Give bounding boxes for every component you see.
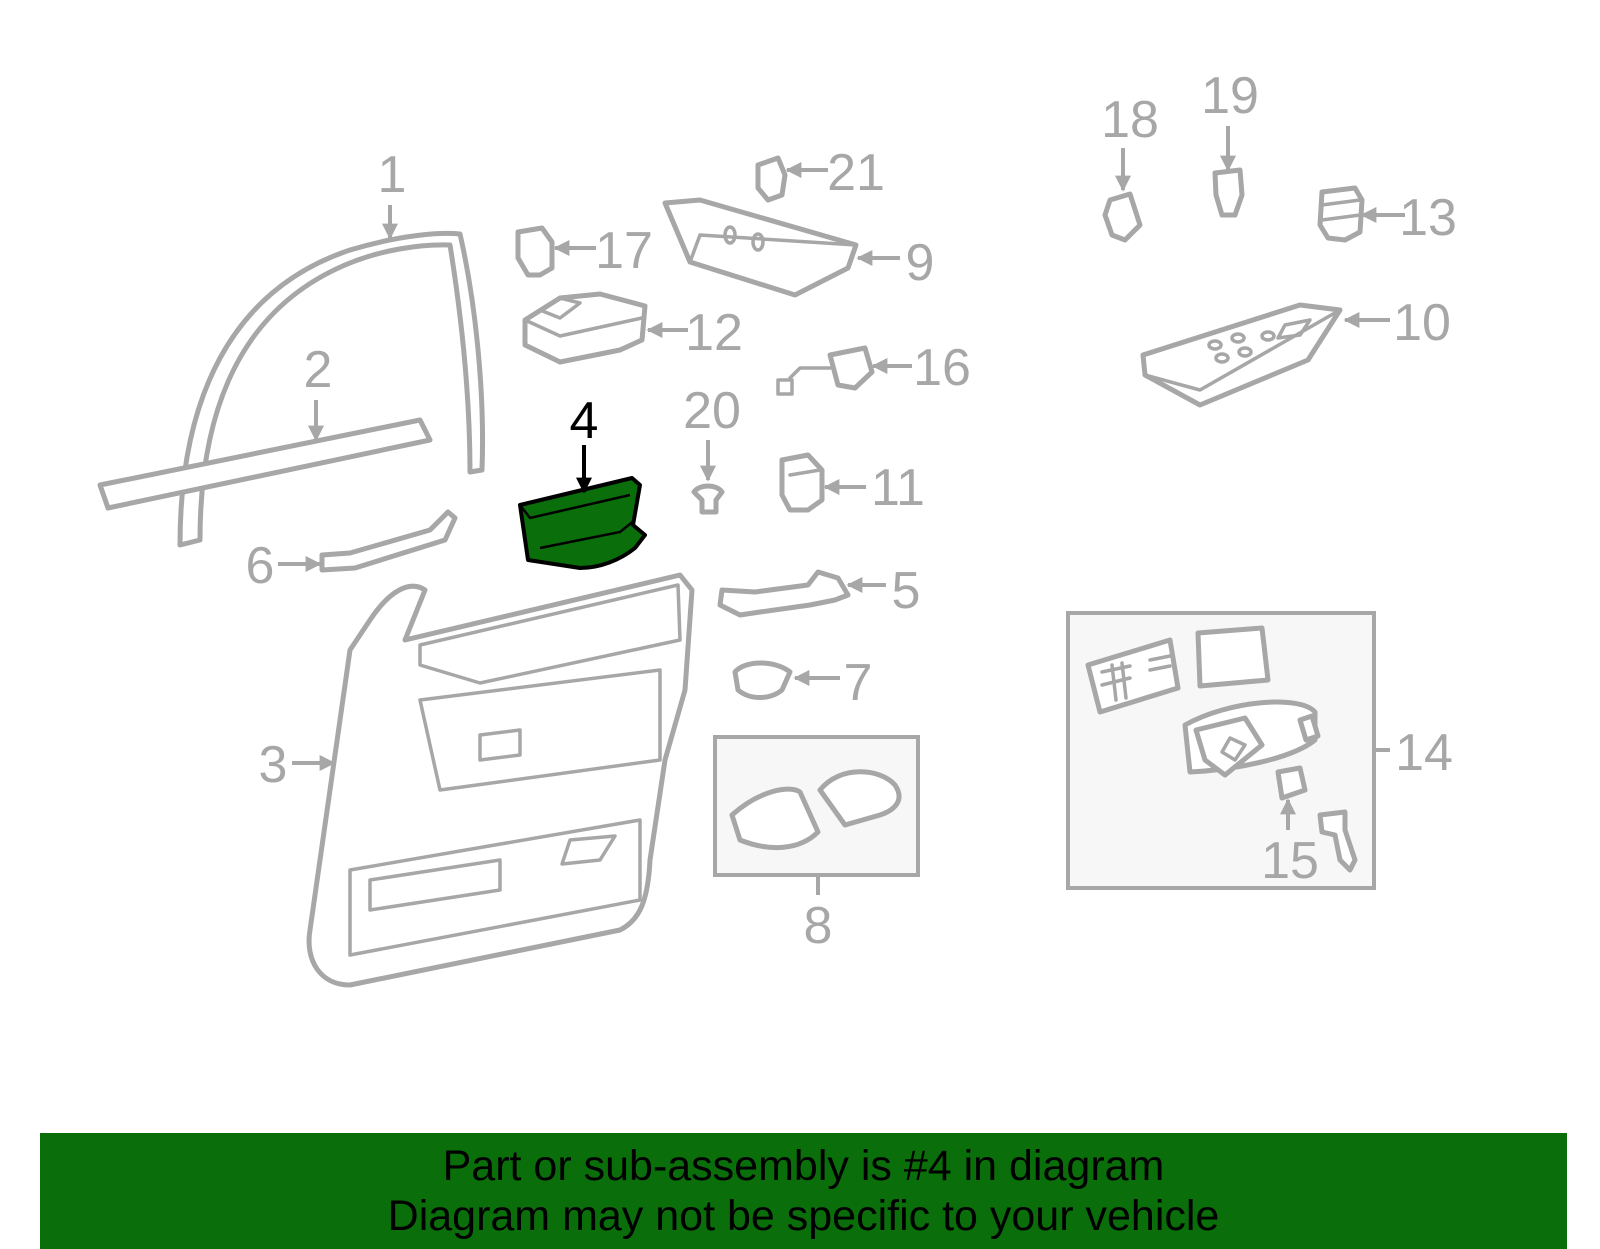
callout-7[interactable]: 7 xyxy=(844,654,873,712)
callout-17[interactable]: 17 xyxy=(595,222,653,280)
callout-3[interactable]: 3 xyxy=(259,736,288,794)
banner-line-1: Part or sub-assembly is #4 in diagram xyxy=(442,1142,1165,1190)
callout-9[interactable]: 9 xyxy=(906,234,935,292)
part-18-bulb[interactable] xyxy=(1102,191,1143,243)
part-5-armrest-strip[interactable] xyxy=(717,569,851,618)
part-10-master-switch[interactable] xyxy=(1140,302,1343,408)
info-banner: Part or sub-assembly is #4 in diagram Di… xyxy=(40,1133,1567,1249)
callout-15[interactable]: 15 xyxy=(1261,832,1319,890)
part-13-switch[interactable] xyxy=(1317,185,1365,243)
callout-5[interactable]: 5 xyxy=(892,562,921,620)
callout-2[interactable]: 2 xyxy=(304,341,333,399)
part-9-switch-panel[interactable] xyxy=(662,197,859,298)
callout-1[interactable]: 1 xyxy=(378,146,407,204)
part-19-bulb[interactable] xyxy=(1212,167,1245,218)
part-7-bezel[interactable] xyxy=(732,660,793,700)
callout-13[interactable]: 13 xyxy=(1399,189,1457,247)
part-6-pull-handle[interactable] xyxy=(319,509,458,573)
callout-21[interactable]: 21 xyxy=(827,144,885,202)
callout-12[interactable]: 12 xyxy=(685,304,743,362)
part-8-cover-box[interactable] xyxy=(713,735,920,877)
callout-6[interactable]: 6 xyxy=(246,537,275,595)
part-17-switch[interactable] xyxy=(515,225,555,278)
part-16-harness[interactable] xyxy=(776,345,875,396)
part-14-mirror-box[interactable] xyxy=(1066,611,1376,890)
callout-14[interactable]: 14 xyxy=(1395,724,1453,782)
callout-8[interactable]: 8 xyxy=(804,897,833,955)
part-20-clip[interactable] xyxy=(691,483,725,515)
callout-10[interactable]: 10 xyxy=(1393,294,1451,352)
callout-19[interactable]: 19 xyxy=(1201,67,1259,125)
callout-11[interactable]: 11 xyxy=(871,459,925,517)
callout-4[interactable]: 4 xyxy=(570,392,599,450)
banner-line-2: Diagram may not be specific to your vehi… xyxy=(387,1192,1220,1240)
callout-16[interactable]: 16 xyxy=(913,339,971,397)
part-3-door-panel[interactable] xyxy=(306,572,695,988)
part-11-switch[interactable] xyxy=(779,452,825,513)
callout-20[interactable]: 20 xyxy=(683,382,741,440)
part-15-bulb[interactable] xyxy=(1297,713,1321,743)
part-12-switch-assembly[interactable] xyxy=(522,291,648,365)
callout-18[interactable]: 18 xyxy=(1101,91,1159,149)
part-21-clip[interactable] xyxy=(755,155,788,203)
part-2-belt-molding[interactable] xyxy=(97,417,433,511)
part-1-frame-molding[interactable] xyxy=(177,230,486,548)
part-4-highlighted[interactable] xyxy=(518,476,647,570)
